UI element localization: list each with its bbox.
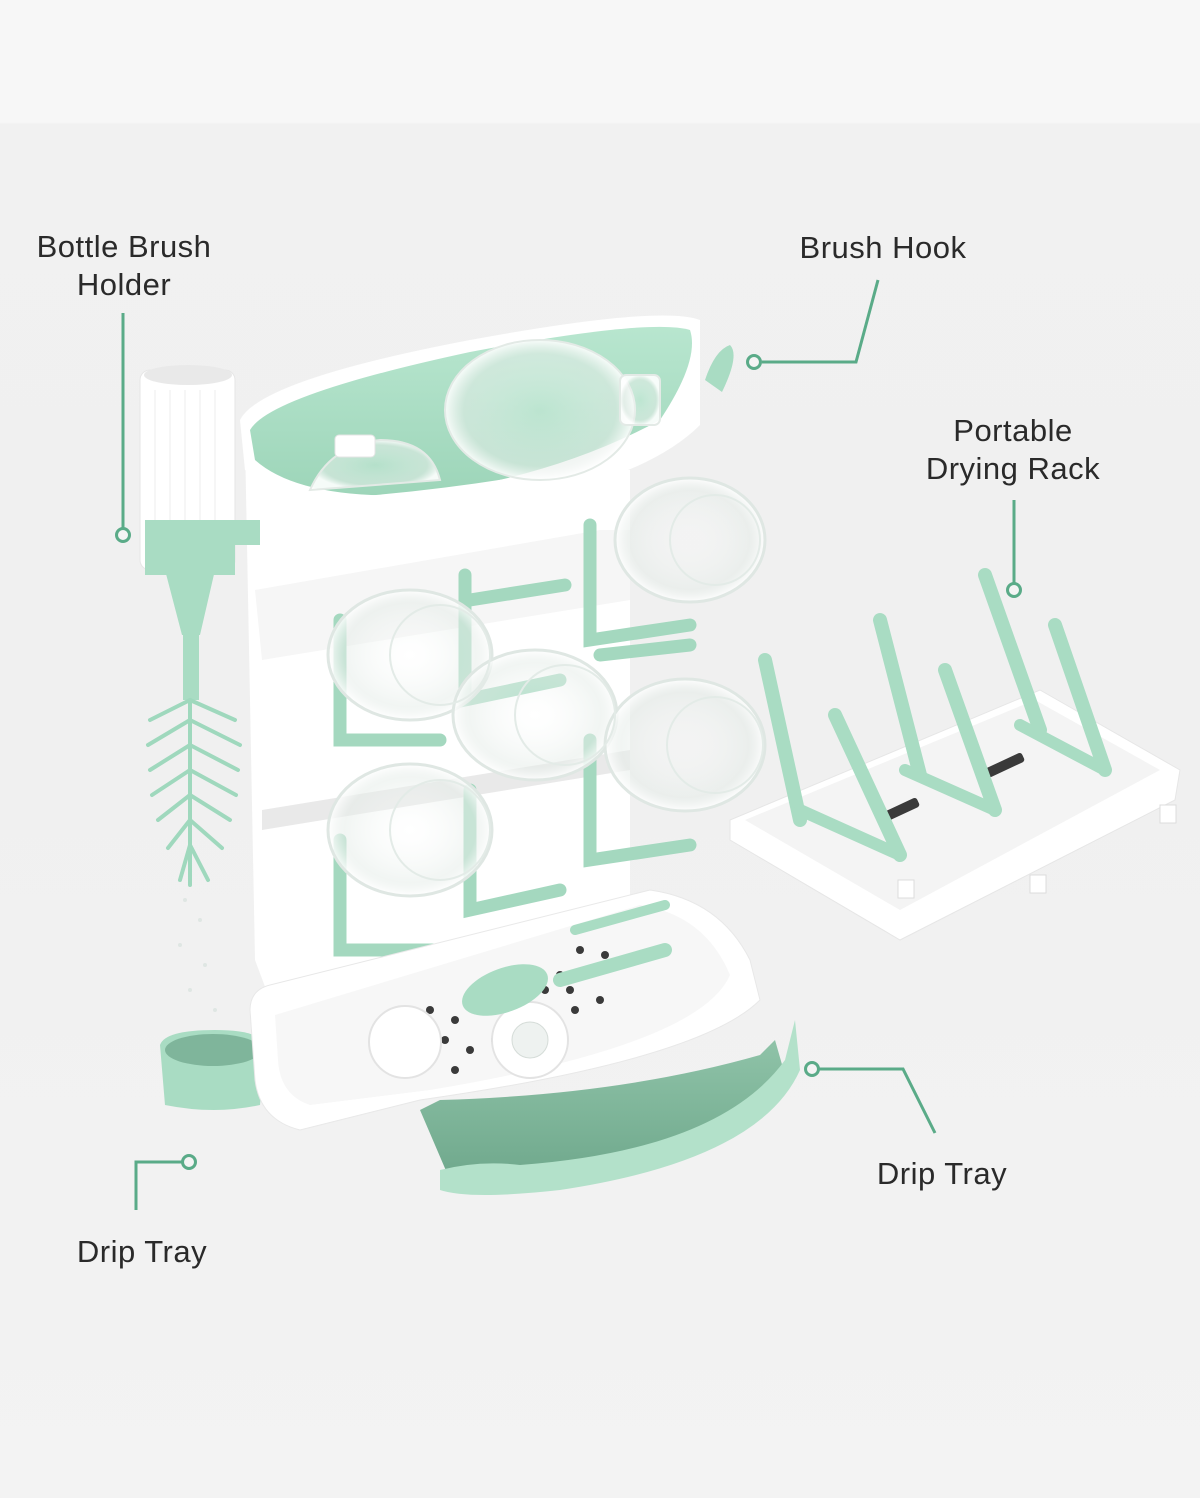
- callout-line-drip-tray-right: [804, 1061, 937, 1134]
- label-drip-tray-right: Drip Tray: [876, 1156, 1008, 1191]
- portable-drying-rack: [729, 568, 1181, 941]
- top-basket: [240, 315, 734, 511]
- label-bottle-brush-holder: Bottle Brush Holder: [36, 229, 212, 302]
- callout-line-drip-tray-left: [134, 1154, 197, 1210]
- bottle-brush-holder: [139, 365, 260, 1012]
- label-brush-hook: Brush Hook: [799, 230, 967, 265]
- label-drip-tray-left: Drip Tray: [76, 1234, 208, 1269]
- callout-line-bottle-brush-holder: [115, 313, 131, 543]
- drying-rack-tower: [245, 440, 767, 1000]
- base-drip-tray: [249, 889, 800, 1195]
- label-portable-drying-rack: Portable Drying Rack: [925, 413, 1101, 486]
- callout-line-portable-drying-rack: [1006, 500, 1022, 598]
- callout-lines: [115, 279, 1022, 1210]
- callout-line-brush-hook: [746, 279, 880, 370]
